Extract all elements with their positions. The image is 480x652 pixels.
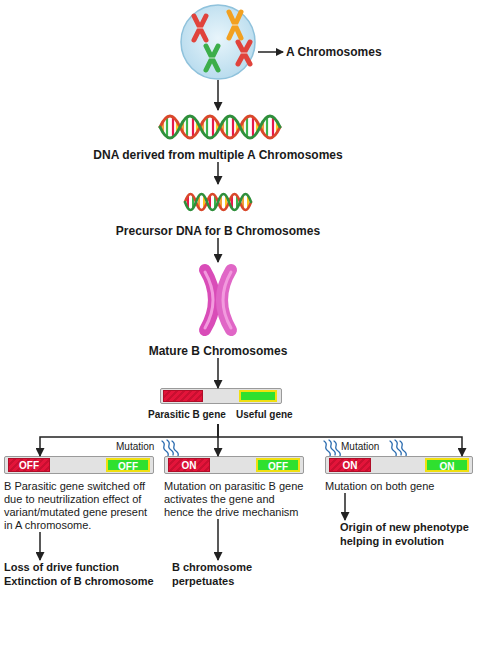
gene-state: OFF: [106, 458, 150, 472]
mutation-label: Mutation: [341, 441, 379, 453]
gene-state: OFF: [8, 458, 50, 472]
pointer-arrow: [258, 51, 283, 53]
flow-arrow: [39, 532, 41, 560]
cell-illustration: [181, 5, 255, 79]
result-text: B chromosome perpetuates: [172, 560, 312, 588]
flow-arrow: [217, 358, 219, 388]
cell-circle: A Chromosomes: [180, 4, 256, 80]
flow-arrow: [217, 162, 219, 184]
outcome-description: Mutation on parasitic B gene activates t…: [164, 480, 304, 519]
outcome-description: B Parasitic gene switched off due to neu…: [4, 480, 154, 532]
b-chromosome-stage: Mature B Chromosomes: [98, 262, 338, 358]
mutation-waves: [162, 440, 406, 456]
precursor-stage: Precursor DNA for B Chromosomes: [98, 184, 338, 238]
b-chromosome: [205, 270, 231, 330]
flow-arrow: [218, 424, 462, 456]
stage-caption: Mature B Chromosomes: [98, 344, 338, 358]
stage-caption: Precursor DNA for B Chromosomes: [98, 224, 338, 238]
gene-state: ON: [329, 458, 371, 472]
stage-caption: DNA derived from multiple A Chromosomes: [78, 148, 358, 162]
gene-bar: Parasitic B geneUseful gene: [148, 388, 288, 424]
flow-arrow: [217, 80, 219, 110]
gene-state: ON: [168, 458, 210, 472]
gene-bar-body: ON ON: [325, 456, 473, 474]
flow-arrow: [217, 238, 219, 262]
flow-arrow: [217, 519, 219, 560]
gene-bar-body: OFF OFF: [4, 456, 154, 474]
result-text: Origin of new phenotype helping in evolu…: [340, 520, 470, 548]
gene-label: Useful gene: [236, 409, 293, 421]
flow-arrow: [344, 493, 346, 520]
outcome-bar: ON ON Mutation on both gene: [325, 456, 473, 493]
precursor-dna: [185, 194, 251, 210]
flow-arrow: [217, 424, 219, 456]
parasitic-gene-block: [163, 390, 203, 402]
result-text: B chromosome perpetuates: [172, 560, 312, 588]
outcome-bar: OFF OFF B Parasitic gene switched off due …: [4, 456, 154, 532]
gene-label: Parasitic B gene: [148, 409, 226, 421]
gene-state: OFF: [256, 458, 300, 472]
dna-stage: DNA derived from multiple A Chromosomes: [78, 110, 358, 162]
gene-bar-body: ON OFF: [164, 456, 304, 474]
flow-arrow: [40, 424, 218, 456]
result-text: Origin of new phenotype helping in evolu…: [340, 520, 470, 548]
useful-gene-block: [239, 390, 277, 402]
outcome-description: Mutation on both gene: [325, 480, 473, 493]
gene-state: ON: [425, 458, 469, 472]
dna-helix: [160, 116, 280, 138]
result-text: Loss of drive function Extinction of B c…: [4, 560, 169, 588]
result-text: Loss of drive function Extinction of B c…: [4, 560, 169, 588]
callout-label: A Chromosomes: [286, 45, 382, 59]
outcome-bar: ON OFF Mutation on parasitic B gene activa…: [164, 456, 304, 519]
gene-bar-body: [160, 388, 282, 404]
mutation-label: Mutation: [116, 441, 154, 453]
